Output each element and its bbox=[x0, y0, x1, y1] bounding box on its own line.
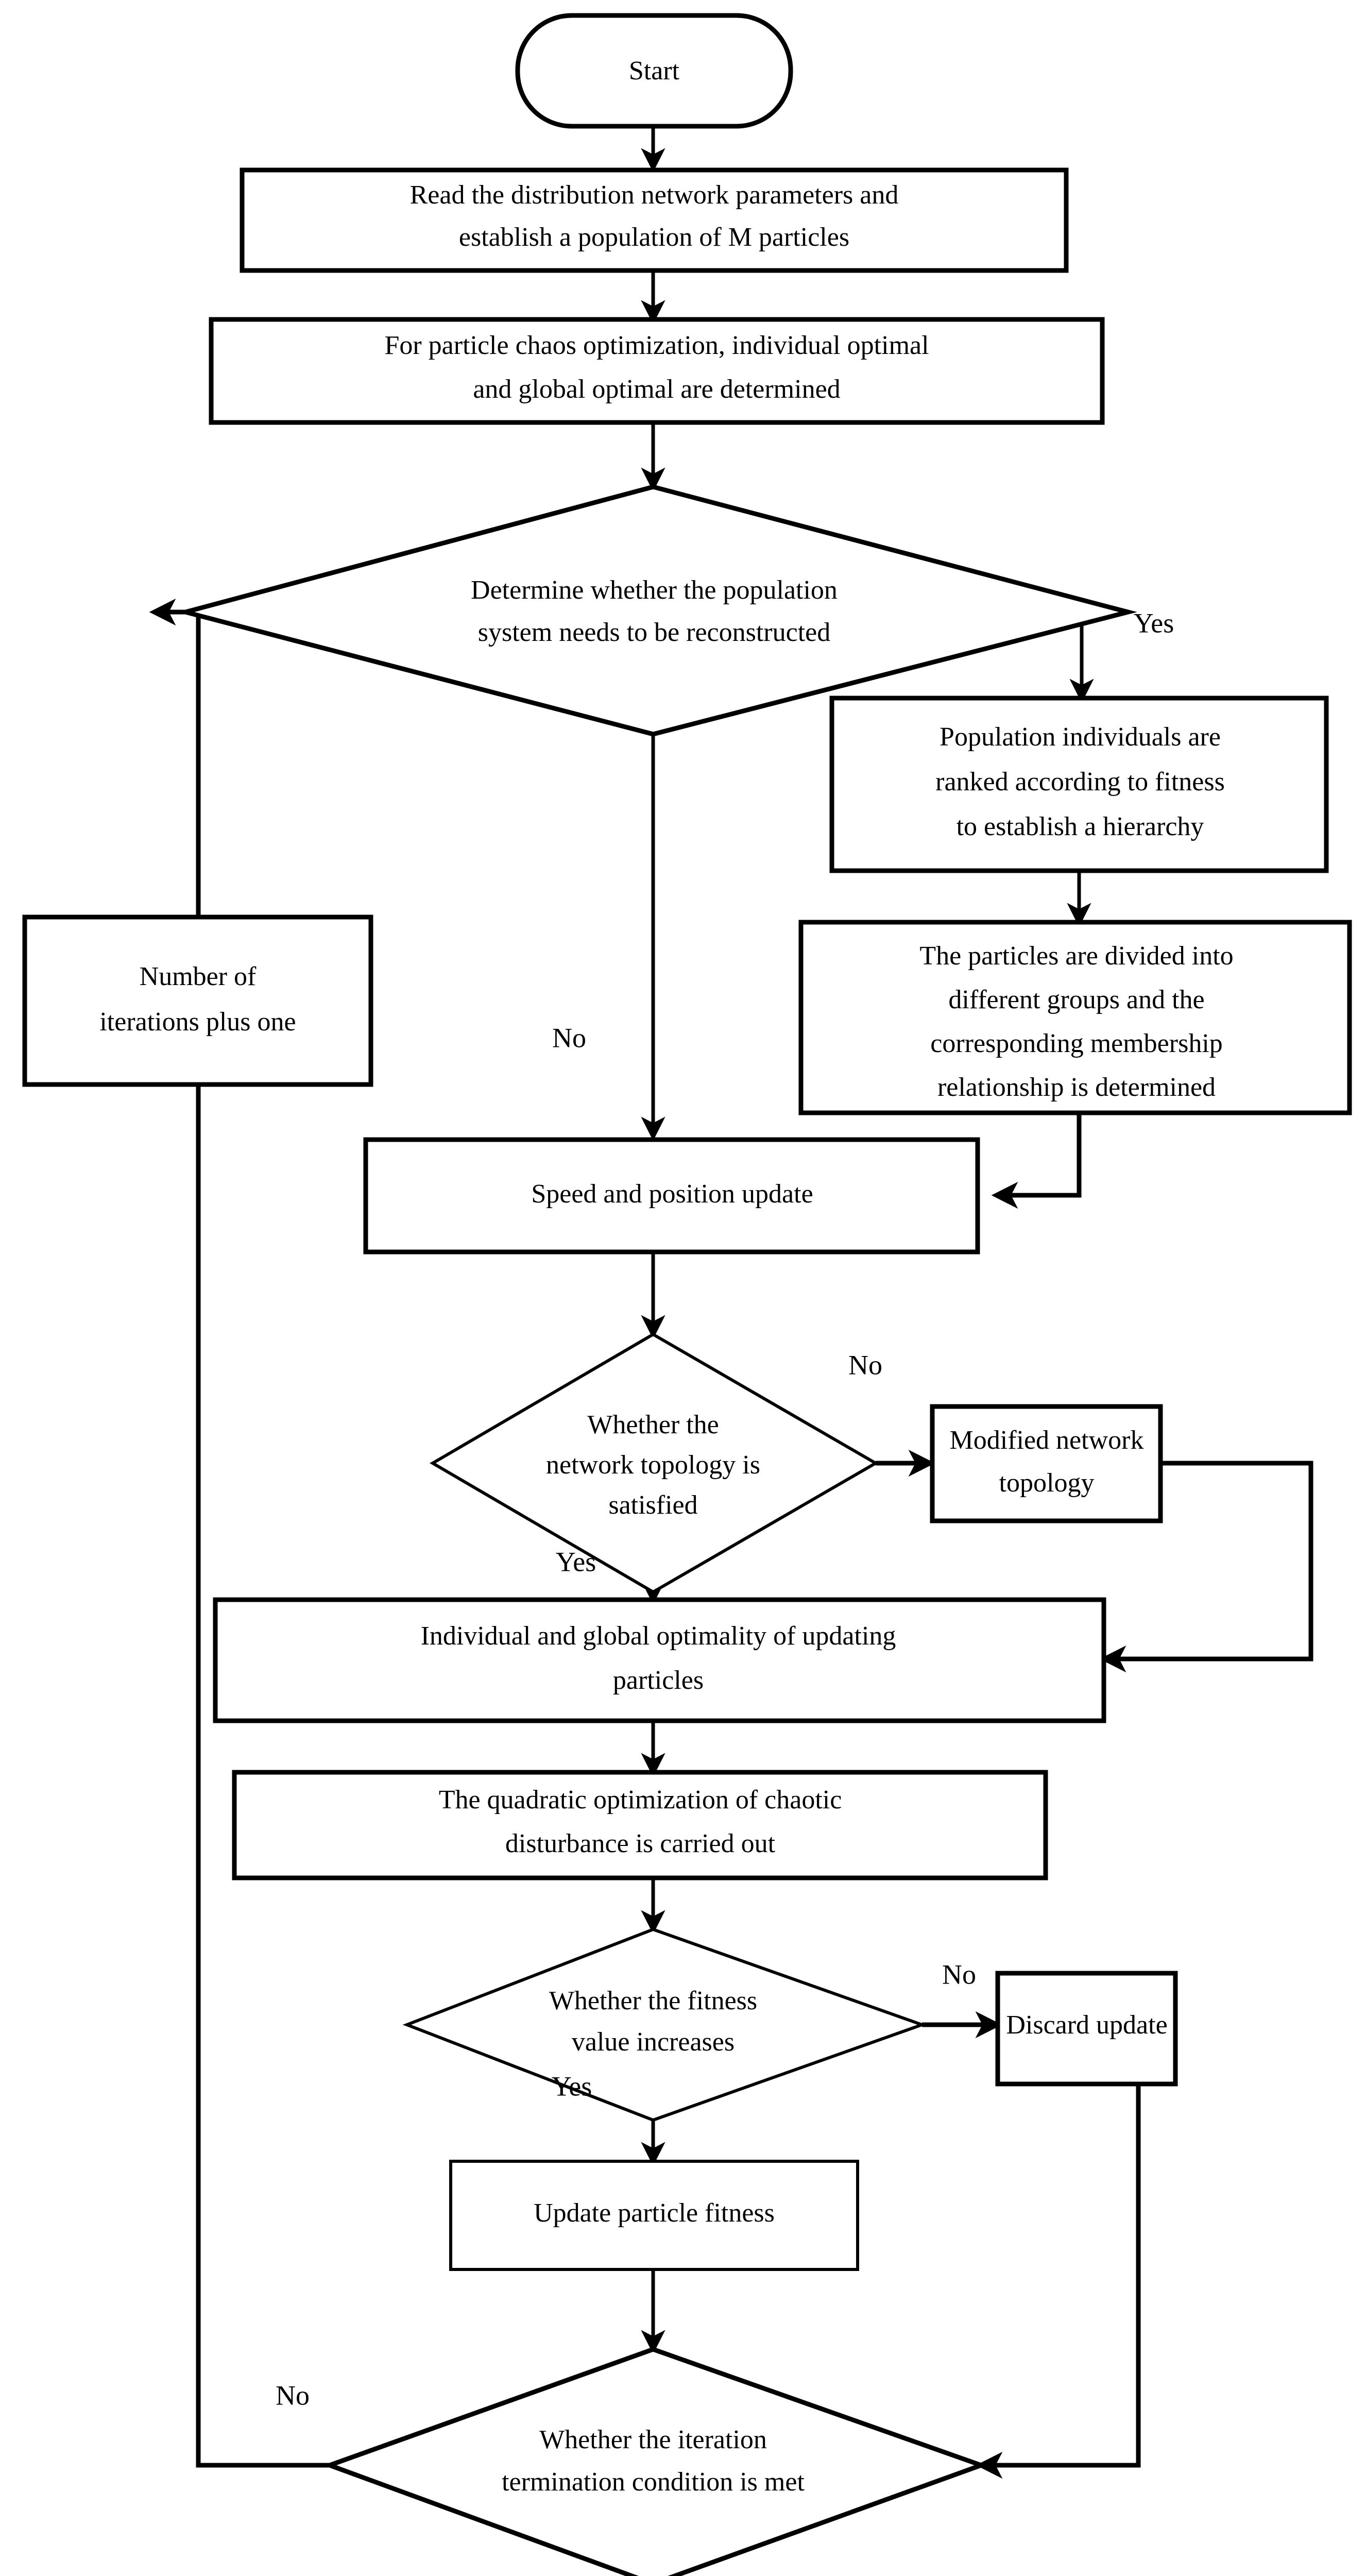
edge-discard-update-to-termination-decision bbox=[976, 2084, 1141, 2479]
node-start[interactable]: Start bbox=[515, 13, 793, 129]
node-iterations-plus-one-line1: Number of bbox=[140, 962, 257, 991]
node-divide-particles[interactable]: The particles are divided into different… bbox=[798, 920, 1352, 1115]
node-iterations-plus-one-line2: iterations plus one bbox=[99, 1007, 296, 1037]
node-speed-position[interactable]: Speed and position update bbox=[363, 1137, 980, 1255]
node-read-params-line2: establish a population of M particles bbox=[459, 223, 849, 252]
node-reconstruct-decision-line2: system needs to be reconstructed bbox=[478, 618, 830, 647]
node-read-params[interactable]: Read the distribution network parameters… bbox=[240, 167, 1069, 273]
node-rank-population[interactable]: Population individuals are ranked accord… bbox=[829, 696, 1329, 873]
edge-divide-particles-to-speed-position bbox=[991, 1110, 1082, 1209]
node-chaos-opt-line2: and global optimal are determined bbox=[473, 375, 840, 404]
node-topology-decision-line1: Whether the bbox=[587, 1410, 719, 1439]
edge-termination-no-loop-back bbox=[149, 598, 330, 2468]
edge-label-topology-yes: Yes bbox=[556, 1546, 596, 1577]
edge-modified-topology-to-update-optimality bbox=[1099, 1461, 1313, 1673]
edge-label-termination-no: No bbox=[276, 2380, 310, 2411]
edge-label-reconstruct-yes: Yes bbox=[1134, 607, 1174, 638]
edge-label-fitness-yes: Yes bbox=[552, 2071, 592, 2102]
node-rank-population-line2: ranked according to fitness bbox=[935, 767, 1225, 796]
node-reconstruct-decision[interactable]: Determine whether the population system … bbox=[176, 484, 1137, 737]
node-termination-decision-line2: termination condition is met bbox=[502, 2467, 805, 2497]
node-topology-decision[interactable]: Whether the network topology is satisfie… bbox=[430, 1332, 879, 1594]
node-speed-position-label: Speed and position update bbox=[531, 1179, 813, 1209]
node-modified-topology-line2: topology bbox=[999, 1468, 1095, 1498]
node-termination-decision[interactable]: Whether the iteration termination condit… bbox=[322, 2347, 988, 2576]
node-update-fitness[interactable]: Update particle fitness bbox=[449, 2160, 859, 2271]
node-divide-particles-line3: corresponding membership bbox=[930, 1029, 1223, 1058]
node-topology-decision-line3: satisfied bbox=[608, 1490, 697, 1520]
node-divide-particles-line4: relationship is determined bbox=[937, 1073, 1216, 1102]
node-update-fitness-label: Update particle fitness bbox=[534, 2198, 775, 2228]
node-fitness-decision-line2: value increases bbox=[572, 2027, 735, 2057]
node-read-params-line1: Read the distribution network parameters… bbox=[410, 180, 899, 210]
node-quadratic-opt-line1: The quadratic optimization of chaotic bbox=[439, 1785, 842, 1815]
node-chaos-opt[interactable]: For particle chaos optimization, individ… bbox=[209, 317, 1105, 425]
node-update-optimality-line1: Individual and global optimality of upda… bbox=[421, 1621, 896, 1651]
node-chaos-opt-line1: For particle chaos optimization, individ… bbox=[384, 331, 929, 360]
node-update-optimality[interactable]: Individual and global optimality of upda… bbox=[213, 1597, 1106, 1723]
node-rank-population-line3: to establish a hierarchy bbox=[957, 812, 1204, 841]
node-fitness-decision-line1: Whether the fitness bbox=[549, 1986, 757, 2015]
node-discard-update-label: Discard update bbox=[1006, 2010, 1167, 2040]
node-quadratic-opt[interactable]: The quadratic optimization of chaotic di… bbox=[232, 1770, 1048, 1880]
node-quadratic-opt-line2: disturbance is carried out bbox=[505, 1829, 776, 1858]
node-termination-decision-line1: Whether the iteration bbox=[539, 2425, 767, 2454]
edge-label-topology-no: No bbox=[848, 1349, 882, 1380]
edge-label-reconstruct-no: No bbox=[552, 1022, 586, 1053]
node-divide-particles-line1: The particles are divided into bbox=[919, 941, 1233, 971]
node-fitness-decision[interactable]: Whether the fitness value increases bbox=[402, 1927, 927, 2122]
node-update-optimality-line2: particles bbox=[613, 1666, 704, 1695]
node-modified-topology[interactable]: Modified network topology bbox=[930, 1404, 1163, 1523]
node-divide-particles-line2: different groups and the bbox=[948, 985, 1204, 1014]
node-modified-topology-line1: Modified network bbox=[950, 1426, 1144, 1455]
node-topology-decision-line2: network topology is bbox=[546, 1450, 760, 1480]
node-rank-population-line1: Population individuals are bbox=[940, 722, 1221, 752]
node-start-label: Start bbox=[629, 56, 680, 86]
edge-label-fitness-no: No bbox=[942, 1959, 976, 1990]
node-discard-update[interactable]: Discard update bbox=[995, 1971, 1178, 2087]
node-iterations-plus-one[interactable]: Number of iterations plus one bbox=[22, 914, 373, 1087]
node-reconstruct-decision-line1: Determine whether the population bbox=[471, 575, 838, 605]
